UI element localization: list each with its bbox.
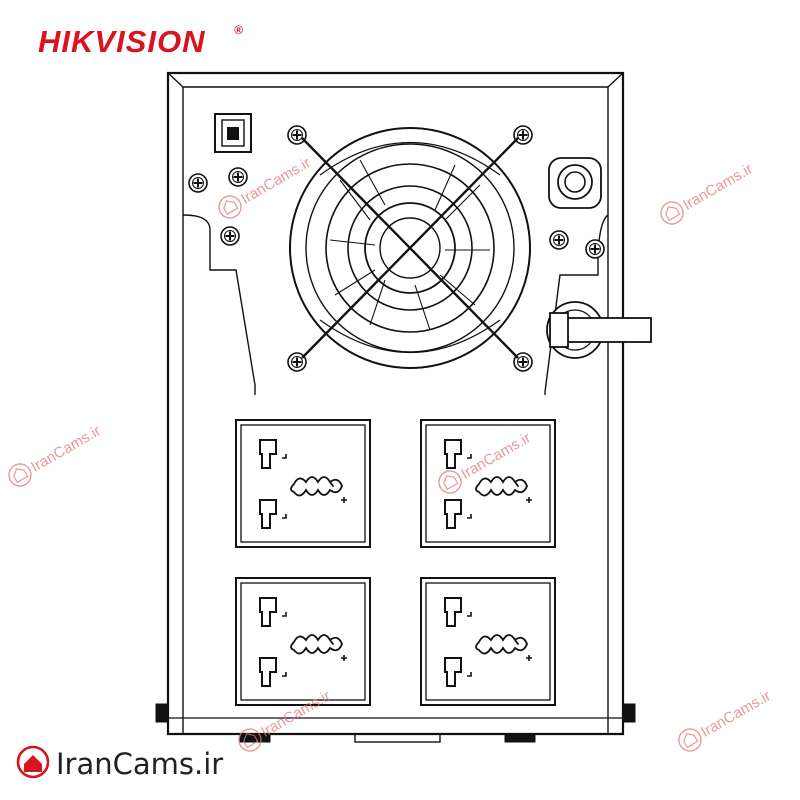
watermark-group: IranCams.ir IranCams.ir IranCams.ir Iran… [4,154,774,756]
watermark-text-3: IranCams.ir [28,422,104,475]
epo-connector [548,157,602,209]
trademark-symbol: ® [234,23,243,37]
outlet-top-right [420,419,556,548]
irancams-footer-logo: IranCams.ir [16,745,223,781]
usb-port [214,113,252,153]
irancams-logo-icon [24,755,42,772]
panel-screws [188,125,605,372]
outlet-bottom-right [420,577,556,706]
power-cable [546,301,652,359]
ups-cabinet [155,71,636,743]
watermark-text-1: IranCams.ir [238,154,314,207]
cooling-fan [289,127,531,369]
hikvision-logo: HIKVISION [38,24,205,59]
irancams-site-text: IranCams.ir [56,747,223,781]
outlet-bottom-left [235,577,371,706]
outlet-top-left [235,419,371,548]
watermark-text-2: IranCams.ir [680,160,756,213]
watermark-text-5: IranCams.ir [698,687,774,740]
